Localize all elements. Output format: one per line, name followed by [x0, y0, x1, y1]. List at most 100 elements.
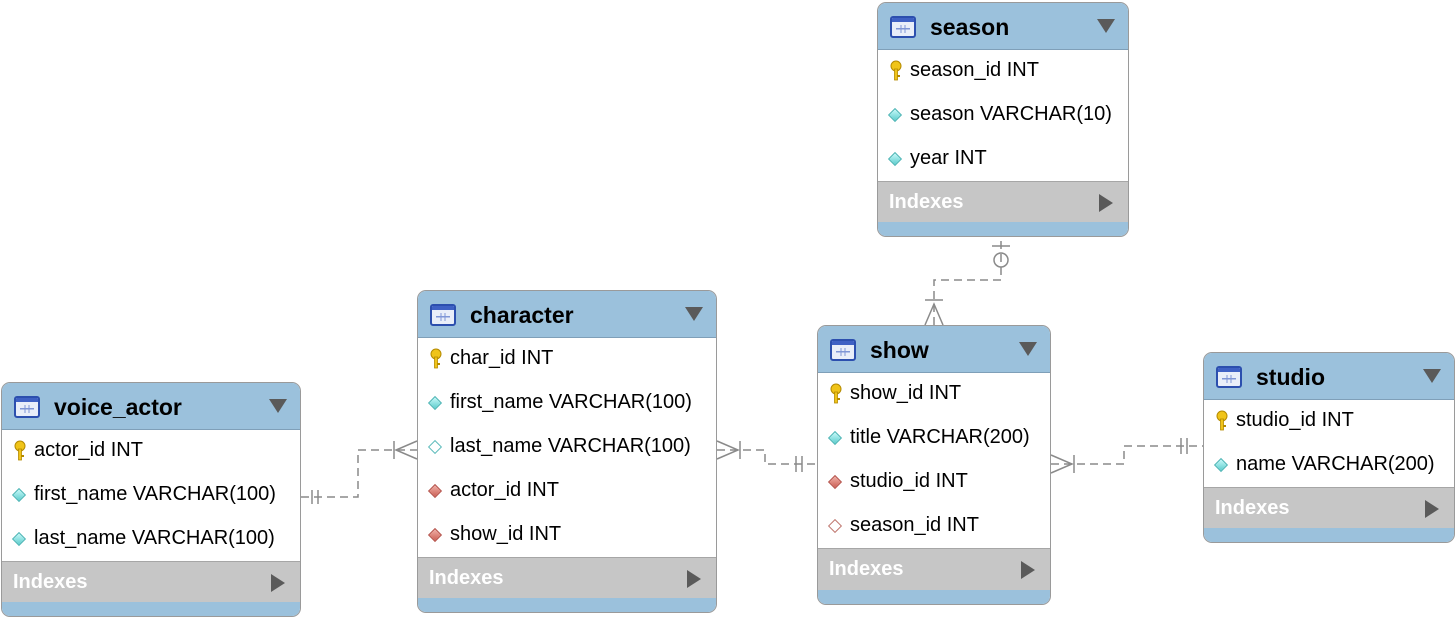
column-label: first_name VARCHAR(100): [34, 483, 276, 505]
attribute-icon: [887, 107, 903, 123]
column-row[interactable]: season VARCHAR(10): [878, 94, 1128, 138]
column-label: season VARCHAR(10): [910, 103, 1112, 125]
column-row[interactable]: first_name VARCHAR(100): [418, 382, 716, 426]
column-row[interactable]: studio_id INT: [1204, 400, 1454, 444]
column-list: char_id INT first_name VARCHAR(100) last…: [418, 338, 716, 558]
collapse-arrow-icon[interactable]: [1097, 19, 1115, 33]
column-list: actor_id INT first_name VARCHAR(100) las…: [2, 430, 300, 562]
primary-key-icon: [1216, 410, 1228, 431]
column-row[interactable]: char_id INT: [418, 338, 716, 382]
table-footer: [878, 222, 1128, 236]
primary-key-icon: [830, 383, 842, 404]
collapse-arrow-icon[interactable]: [685, 307, 703, 321]
table-footer: [818, 590, 1050, 604]
table-icon: [430, 304, 456, 326]
indexes-label: Indexes: [829, 558, 904, 580]
table-voice-actor[interactable]: voice_actor actor_id INT first_name VARC…: [1, 382, 301, 617]
column-label: last_name VARCHAR(100): [450, 435, 691, 457]
column-list: studio_id INT name VARCHAR(200): [1204, 400, 1454, 488]
expand-arrow-icon[interactable]: [1425, 500, 1439, 518]
table-name: season: [930, 14, 1010, 40]
column-label: actor_id INT: [450, 479, 559, 501]
indexes-section[interactable]: Indexes: [1204, 487, 1454, 529]
column-label: title VARCHAR(200): [850, 426, 1030, 448]
column-label: last_name VARCHAR(100): [34, 527, 275, 549]
indexes-label: Indexes: [1215, 497, 1290, 519]
indexes-section[interactable]: Indexes: [818, 548, 1050, 590]
relationship-character-show: [716, 440, 817, 472]
collapse-arrow-icon[interactable]: [269, 399, 287, 413]
expand-arrow-icon[interactable]: [1099, 194, 1113, 212]
column-row[interactable]: last_name VARCHAR(100): [418, 426, 716, 470]
table-header[interactable]: show: [818, 326, 1050, 373]
column-label: year INT: [910, 147, 987, 169]
collapse-arrow-icon[interactable]: [1019, 342, 1037, 356]
nullable-attribute-icon: [427, 439, 443, 455]
column-row[interactable]: season_id INT: [818, 505, 1050, 549]
column-label: actor_id INT: [34, 439, 143, 461]
primary-key-icon: [14, 440, 26, 461]
table-studio[interactable]: studio studio_id INT name VARCHAR(200) I…: [1203, 352, 1455, 543]
primary-key-icon: [890, 60, 902, 81]
foreign-key-icon: [427, 527, 443, 543]
table-name: studio: [1256, 364, 1325, 390]
attribute-icon: [887, 151, 903, 167]
column-row[interactable]: show_id INT: [818, 373, 1050, 417]
attribute-icon: [1213, 457, 1229, 473]
table-header[interactable]: season: [878, 3, 1128, 50]
table-icon: [830, 339, 856, 361]
table-name: show: [870, 337, 929, 363]
attribute-icon: [11, 487, 27, 503]
table-footer: [418, 598, 716, 612]
column-list: season_id INT season VARCHAR(10) year IN…: [878, 50, 1128, 182]
expand-arrow-icon[interactable]: [1021, 561, 1035, 579]
table-name: voice_actor: [54, 394, 182, 420]
primary-key-icon: [430, 348, 442, 369]
table-footer: [2, 602, 300, 616]
collapse-arrow-icon[interactable]: [1423, 369, 1441, 383]
indexes-label: Indexes: [429, 567, 504, 589]
table-show[interactable]: show show_id INT title VARCHAR(200) stud…: [817, 325, 1051, 605]
column-row[interactable]: show_id INT: [418, 514, 716, 558]
column-label: show_id INT: [850, 382, 962, 404]
column-row[interactable]: first_name VARCHAR(100): [2, 474, 300, 518]
attribute-icon: [427, 395, 443, 411]
column-row[interactable]: actor_id INT: [2, 430, 300, 474]
foreign-key-icon: [827, 474, 843, 490]
table-icon: [1216, 366, 1242, 388]
table-header[interactable]: voice_actor: [2, 383, 300, 430]
column-row[interactable]: studio_id INT: [818, 461, 1050, 505]
expand-arrow-icon[interactable]: [271, 574, 285, 592]
column-label: season_id INT: [910, 59, 1039, 81]
relationship-show-studio: [1050, 438, 1203, 474]
table-name: character: [470, 302, 574, 328]
table-header[interactable]: studio: [1204, 353, 1454, 400]
column-row[interactable]: season_id INT: [878, 50, 1128, 94]
column-label: first_name VARCHAR(100): [450, 391, 692, 413]
column-row[interactable]: title VARCHAR(200): [818, 417, 1050, 461]
column-row[interactable]: name VARCHAR(200): [1204, 444, 1454, 488]
column-label: show_id INT: [450, 523, 562, 545]
attribute-icon: [11, 531, 27, 547]
indexes-label: Indexes: [889, 191, 964, 213]
table-character[interactable]: character char_id INT first_name VARCHAR…: [417, 290, 717, 613]
table-header[interactable]: character: [418, 291, 716, 338]
attribute-icon: [827, 430, 843, 446]
relationship-character-voice-actor: [301, 440, 418, 504]
indexes-section[interactable]: Indexes: [2, 561, 300, 603]
column-label: season_id INT: [850, 514, 979, 536]
column-label: char_id INT: [450, 347, 554, 369]
column-label: studio_id INT: [850, 470, 968, 492]
indexes-section[interactable]: Indexes: [878, 181, 1128, 223]
column-list: show_id INT title VARCHAR(200) studio_id…: [818, 373, 1050, 549]
table-season[interactable]: season season_id INT season VARCHAR(10) …: [877, 2, 1129, 237]
column-row[interactable]: last_name VARCHAR(100): [2, 518, 300, 562]
expand-arrow-icon[interactable]: [687, 570, 701, 588]
column-row[interactable]: year INT: [878, 138, 1128, 182]
table-footer: [1204, 528, 1454, 542]
foreign-key-icon: [427, 483, 443, 499]
relationship-show-season: [924, 237, 1010, 326]
column-row[interactable]: actor_id INT: [418, 470, 716, 514]
indexes-section[interactable]: Indexes: [418, 557, 716, 599]
